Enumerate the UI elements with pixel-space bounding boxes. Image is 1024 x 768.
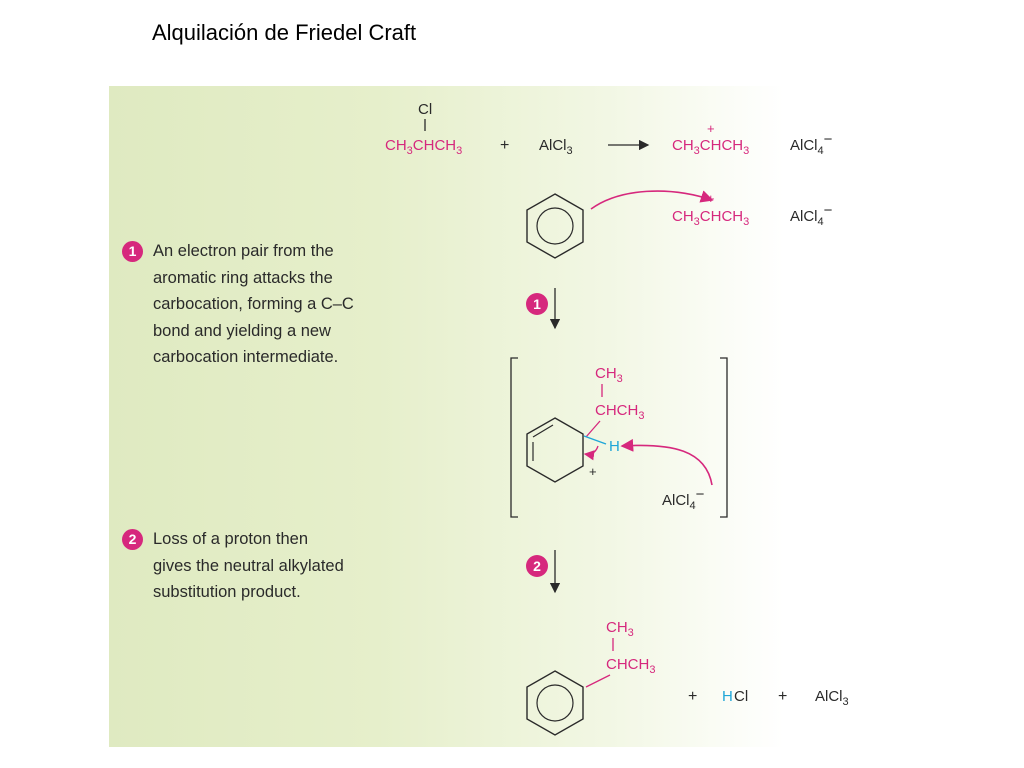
- chlorine-label: Cl: [418, 101, 432, 118]
- cumene-ring: [526, 670, 584, 736]
- mechanism-panel: [109, 86, 876, 747]
- carbocation-charge-2: +: [707, 191, 715, 206]
- tetrachloroaluminate-2: AlCl4−: [790, 202, 833, 228]
- intermediate-isopropyl: CHCH3: [595, 402, 644, 422]
- step-2-description: 2 Loss of a proton then gives the neutra…: [122, 526, 344, 606]
- hcl-hydrogen: H: [722, 688, 733, 705]
- left-bracket: [510, 357, 518, 518]
- isopropyl-carbocation-1: CH3CHCH3: [672, 137, 749, 157]
- product-isopropyl: CHCH3: [606, 656, 655, 676]
- step-2-arrow-badge: [526, 555, 548, 577]
- step-1-arrow-number: 1: [533, 296, 541, 312]
- ring-alkyl-bond: [585, 420, 601, 438]
- step-2-text: Loss of a proton then gives the neutral …: [153, 530, 344, 601]
- intermediate-methyl: CH3: [595, 365, 623, 385]
- step-1-description: 1 An electron pair from the aromatic rin…: [122, 238, 354, 371]
- isopropyl-chloride: CH3CHCH3: [385, 137, 462, 157]
- step-1-text: An electron pair from the aromatic ring …: [153, 242, 354, 366]
- isopropyl-carbocation-2: CH3CHCH3: [672, 208, 749, 228]
- proton-abstraction-arrow: [620, 438, 713, 486]
- carbocation-charge-1: +: [707, 121, 715, 136]
- step-2-badge: 2: [122, 529, 143, 550]
- tetrachloroaluminate-3: AlCl4−: [662, 486, 705, 512]
- arenium-ring: [526, 417, 584, 483]
- tetrachloroaluminate-1: AlCl4−: [790, 131, 833, 157]
- right-bracket: [720, 357, 728, 518]
- step-2-arrow-number: 2: [533, 558, 541, 574]
- step-1-arrow-badge: [526, 293, 548, 315]
- electron-pair-arrow: [590, 190, 714, 210]
- benzene-ring-reactant: [526, 193, 584, 259]
- intermediate-hydrogen: H: [609, 438, 620, 455]
- hcl-chlorine: Cl: [734, 688, 748, 705]
- slide-title: Alquilación de Friedel Craft: [152, 20, 417, 45]
- aluminum-chloride-reactant: AlCl3: [539, 137, 573, 157]
- plus-sign-1: +: [500, 137, 509, 154]
- plus-sign-2: +: [688, 688, 697, 705]
- arenium-charge: +: [589, 464, 597, 479]
- step-1-badge: 1: [122, 241, 143, 262]
- aluminum-chloride-product: AlCl3: [815, 688, 849, 708]
- product-methyl: CH3: [606, 619, 634, 639]
- plus-sign-3: +: [778, 688, 787, 705]
- c-h-bond: [583, 435, 607, 445]
- product-ring-bond: [585, 674, 611, 688]
- bond-electron-arrow: [583, 445, 599, 461]
